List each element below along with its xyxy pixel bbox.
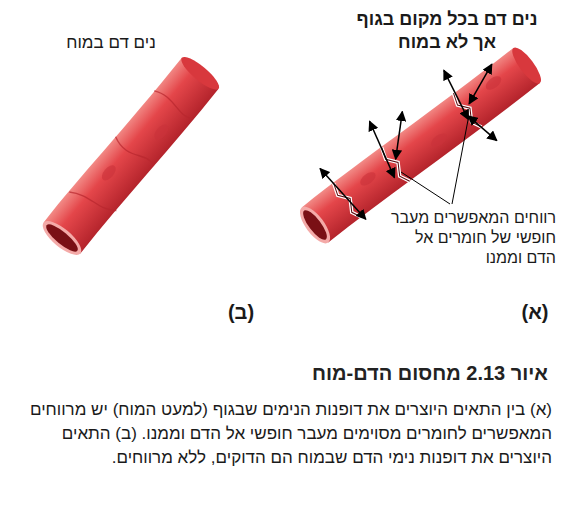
panel-letter: (א) bbox=[510, 300, 560, 325]
callout-text: רווחים המאפשרים מעבר חופשי של חומרים אל … bbox=[388, 208, 556, 268]
vessel-label: נים דם במוח bbox=[36, 32, 186, 53]
body-capillary bbox=[278, 21, 558, 264]
panel-letter: (ב) bbox=[216, 300, 266, 325]
figure-title: איור 2.13 מחסום הדם-מוח bbox=[148, 362, 548, 385]
flow-arrows bbox=[315, 42, 530, 236]
figure-caption: (א) בין התאים היוצרים את דופנות הנימים ש… bbox=[12, 398, 552, 470]
brain-capillary bbox=[37, 52, 223, 261]
vessel-label: נים דם בכל מקום בגוף אך לא במוח bbox=[352, 8, 542, 53]
leader-lines bbox=[401, 120, 468, 204]
